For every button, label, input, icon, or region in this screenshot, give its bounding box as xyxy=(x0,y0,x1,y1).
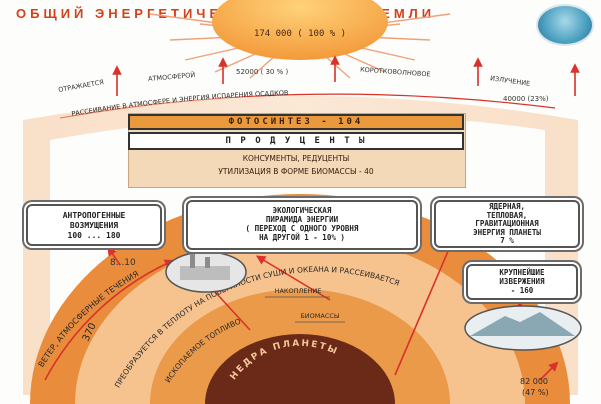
core-to-nuclear-arrow xyxy=(394,230,458,376)
anthro-line-2: ВОЗМУЩЕНИЯ xyxy=(69,221,119,230)
pyramid-line-3: ( ПЕРЕХОД С ОДНОГО УРОВНЯ xyxy=(245,224,359,233)
wind-arrow xyxy=(44,259,175,381)
anthro-line-1: АНТРОПОГЕННЫЕ xyxy=(62,211,126,220)
total-out-value: 82 000 xyxy=(520,377,548,386)
sun xyxy=(212,0,388,60)
anthro-line-3: 100 ... 180 xyxy=(67,231,121,240)
outgoing-arrows xyxy=(112,55,580,96)
consumers-line-2: УТИЛИЗАЦИЯ В ФОРМЕ БИОМАССЫ - 40 xyxy=(218,167,374,176)
factory-chimney-2 xyxy=(205,257,210,268)
producers-bar: П Р О Д У Ц Е Н Т Ы xyxy=(128,132,464,150)
planet-core xyxy=(205,334,395,404)
scattering-value: 40000 (23%) xyxy=(503,95,549,103)
accumulation-label-2: БИОМАССЫ xyxy=(300,312,340,320)
globe-emblem-icon xyxy=(536,4,594,46)
total-out-percent: (47 %) xyxy=(522,388,549,397)
pyramid-line-1: ЭКОЛОГИЧЕСКАЯ xyxy=(272,206,332,215)
nuclear-line-3: ГРАВИТАЦИОННАЯ xyxy=(475,219,539,228)
eruptions-line-2: ИЗВЕРЖЕНИЯ xyxy=(499,277,545,286)
total-out-arrow xyxy=(539,361,559,381)
pyramid-box: ЭКОЛОГИЧЕСКАЯ ПИРАМИДА ЭНЕРГИИ ( ПЕРЕХОД… xyxy=(186,200,418,250)
eruptions-line-3: - 160 xyxy=(510,286,534,295)
nuclear-line-1: ЯДЕРНАЯ, xyxy=(488,202,526,211)
nuclear-line-2: ТЕПЛОВАЯ, xyxy=(486,210,528,220)
volcano-mountain xyxy=(470,312,575,336)
energy-flow-band xyxy=(23,96,578,395)
accumulation-label-1: НАКОПЛЕНИЕ xyxy=(275,287,322,295)
to-anthro-arrow xyxy=(107,246,121,266)
shortwave-value: 52000 ( 30 % ) xyxy=(236,68,289,76)
nuclear-energy-box: ЯДЕРНАЯ, ТЕПЛОВАЯ, ГРАВИТАЦИОННАЯ ЭНЕРГИ… xyxy=(434,200,580,248)
factory-value: 8...10 xyxy=(110,258,136,268)
photosynthesis-bar: ФОТОСИНТЕЗ - 104 xyxy=(128,114,464,130)
consumers-line-1: КОНСУМЕНТЫ, РЕДУЦЕНТЫ xyxy=(242,154,350,163)
pyramid-line-2: ПИРАМИДА ЭНЕРГИИ xyxy=(265,215,339,224)
nuclear-line-4: ЭНЕРГИЯ ПЛАНЕТЫ xyxy=(473,227,541,237)
to-pyramid-arrow xyxy=(255,255,331,301)
factory-building xyxy=(180,266,230,280)
eruptions-box: КРУПНЕЙШИЕ ИЗВЕРЖЕНИЯ - 160 xyxy=(466,264,578,300)
factory-chimney-1 xyxy=(190,254,195,268)
nuclear-line-5: 7 % xyxy=(500,236,514,245)
pyramid-line-4: НА ДРУГОЙ 1 - 10% ) xyxy=(259,233,345,242)
sun-total-label: 174 000 ( 100 % ) xyxy=(254,29,346,39)
eruptions-line-1: КРУПНЕЙШИЕ xyxy=(499,268,545,277)
anthropogenic-box: АНТРОПОГЕННЫЕ ВОЗМУЩЕНИЯ 100 ... 180 xyxy=(26,204,162,246)
